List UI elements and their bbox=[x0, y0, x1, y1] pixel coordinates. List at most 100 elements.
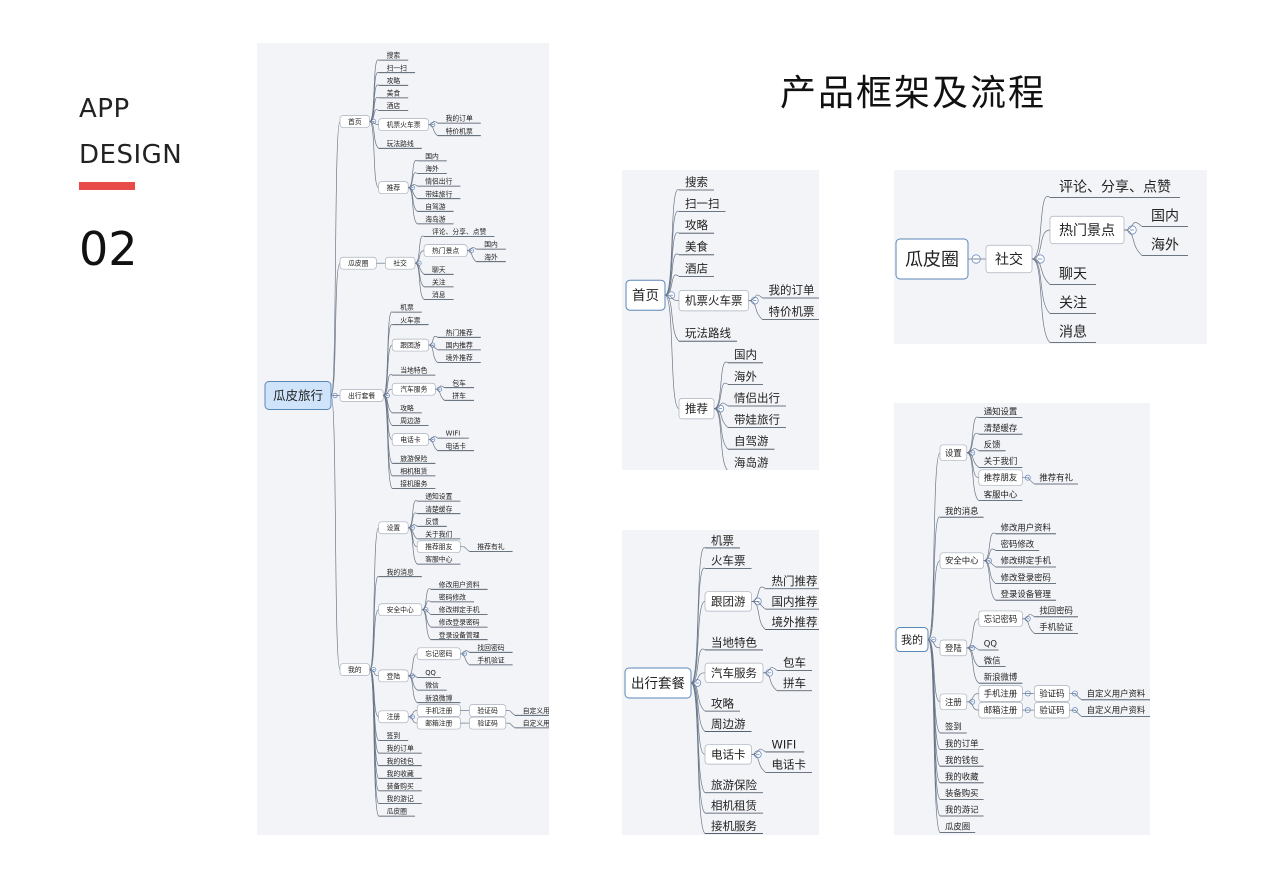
topic-label: 关于我们 bbox=[425, 530, 452, 539]
branch-box bbox=[939, 639, 968, 657]
topic-node: 旅游保险 bbox=[392, 454, 436, 464]
topic-label: 海外 bbox=[425, 164, 439, 173]
root-node: 首页 bbox=[625, 189, 680, 409]
connector-line bbox=[751, 601, 766, 610]
topic-label: WIFI bbox=[772, 737, 797, 751]
topic-node: 机票火车票 bbox=[678, 289, 763, 320]
connector-line bbox=[966, 701, 979, 711]
connector-line bbox=[1031, 229, 1051, 260]
topic-node: 国内 bbox=[728, 348, 763, 364]
accent-bar bbox=[79, 182, 135, 190]
topic-label: 新浪微博 bbox=[425, 693, 452, 702]
connector-line bbox=[664, 294, 680, 342]
topic-node: 评论、分享、点赞 bbox=[424, 227, 495, 237]
topic-node: 推荐有礼 bbox=[469, 542, 513, 552]
connector-line bbox=[751, 748, 766, 755]
topic-node: 我的游记 bbox=[940, 805, 984, 817]
topic-label: 推荐有礼 bbox=[1039, 473, 1073, 483]
topic-label: 消息 bbox=[1059, 324, 1087, 341]
topic-node: 电话卡 bbox=[704, 744, 766, 773]
topic-label: 反馈 bbox=[425, 517, 439, 526]
connector-line bbox=[983, 532, 996, 562]
topic-node: 我的订单 bbox=[437, 114, 481, 124]
topic-node: 瓜皮圈 bbox=[378, 807, 415, 817]
mindmap-svg: 瓜皮旅行首页搜索扫一扫攻略美食酒店机票火车票我的订单特价机票玩法路线推荐国内海外… bbox=[264, 51, 549, 817]
connector-line bbox=[421, 609, 432, 640]
connector-line bbox=[966, 647, 980, 684]
topic-node: 新浪微博 bbox=[417, 693, 461, 704]
connector-line bbox=[421, 588, 432, 611]
connector-line bbox=[983, 548, 996, 562]
topic-node: 攻略 bbox=[392, 404, 422, 414]
topic-label: 自定义用户资料 bbox=[523, 719, 549, 728]
topic-node: 出行套餐 bbox=[339, 311, 393, 489]
topic-label: 关注 bbox=[432, 278, 446, 287]
topic-label: 设置 bbox=[945, 448, 962, 458]
topic-node: 相机租赁 bbox=[392, 467, 436, 477]
topic-node: 微信 bbox=[978, 655, 1006, 668]
topic-node: 验证码 bbox=[469, 716, 516, 730]
topic-label: 热门景点 bbox=[432, 246, 459, 255]
topic-label: 反馈 bbox=[984, 440, 1001, 450]
side-title-design: DESIGN bbox=[79, 140, 183, 170]
topic-node: 聊天 bbox=[424, 265, 454, 275]
topic-label: 装备购买 bbox=[945, 788, 979, 798]
topic-node: 我的游记 bbox=[378, 794, 422, 804]
topic-node: 美食 bbox=[378, 89, 409, 99]
topic-node: 海外 bbox=[476, 252, 506, 263]
topic-node: 消息 bbox=[424, 290, 454, 300]
topic-label: 设置 bbox=[387, 523, 401, 532]
branch-box bbox=[469, 704, 507, 717]
topic-node: 包车 bbox=[444, 378, 474, 389]
topic-node: 电话卡 bbox=[437, 441, 474, 452]
topic-label: 特价机票 bbox=[769, 305, 815, 319]
mindmap-svg: 瓜皮圈社交评论、分享、点赞热门景点国内海外聊天关注消息 bbox=[895, 179, 1188, 343]
root-node: 我的 bbox=[895, 452, 941, 833]
topic-node: 首页 bbox=[339, 59, 379, 188]
topic-label: 热门推荐 bbox=[772, 574, 818, 588]
connector-line bbox=[690, 567, 706, 684]
topic-node: 手机注册 bbox=[416, 704, 470, 717]
topic-node: 玩法路线 bbox=[378, 139, 422, 149]
branch-box bbox=[1034, 701, 1070, 719]
connector-line bbox=[428, 335, 438, 346]
topic-node: 拼车 bbox=[444, 391, 474, 401]
topic-node: 关于我们 bbox=[978, 456, 1023, 468]
topic-node: 装备购买 bbox=[940, 788, 984, 800]
topic-label: 首页 bbox=[632, 288, 659, 304]
connector-line bbox=[369, 121, 379, 149]
topic-node: 忘记密码 bbox=[978, 610, 1035, 634]
root-node: 瓜皮圈 bbox=[895, 238, 986, 280]
topic-label: 机票火车票 bbox=[387, 120, 421, 129]
topic-label: 关于我们 bbox=[984, 456, 1018, 466]
topic-node: 国内 bbox=[417, 152, 447, 162]
topic-label: 汽车服务 bbox=[400, 385, 427, 394]
topic-node: 安全中心 bbox=[378, 588, 432, 640]
connector-line bbox=[408, 675, 418, 703]
topic-label: 酒店 bbox=[387, 101, 401, 110]
topic-label: 首页 bbox=[348, 117, 362, 126]
connector-line bbox=[664, 189, 680, 296]
connector-line bbox=[690, 547, 706, 684]
topic-node: 瓜皮圈 bbox=[940, 821, 976, 834]
connector-line bbox=[408, 500, 418, 529]
topic-label: 机票 bbox=[711, 533, 734, 547]
topic-node: 评论、分享、点赞 bbox=[1050, 179, 1180, 198]
section-number: 02 bbox=[79, 222, 138, 276]
topic-label: 海外 bbox=[1151, 238, 1179, 254]
side-title: APP DESIGN 02 bbox=[79, 86, 182, 276]
topic-label: 我的钱包 bbox=[945, 755, 979, 765]
branch-box bbox=[939, 552, 984, 569]
topic-node: 相机租赁 bbox=[705, 799, 763, 814]
topic-node: 海岛游 bbox=[417, 215, 454, 225]
topic-node: 我的 bbox=[339, 527, 379, 817]
mindmap-svg: 出行套餐机票火车票跟团游热门推荐国内推荐境外推荐当地特色汽车服务包车拼车攻略周边… bbox=[624, 533, 819, 834]
connector-line bbox=[369, 121, 379, 188]
connector-line bbox=[1022, 614, 1035, 620]
connector-line bbox=[751, 601, 766, 630]
connector-line bbox=[408, 172, 418, 188]
topic-label: 国内 bbox=[734, 348, 757, 362]
connector-line bbox=[1031, 258, 1051, 343]
topic-node: 包车 bbox=[777, 656, 812, 671]
topic-label: 登录设备管理 bbox=[1001, 589, 1052, 599]
